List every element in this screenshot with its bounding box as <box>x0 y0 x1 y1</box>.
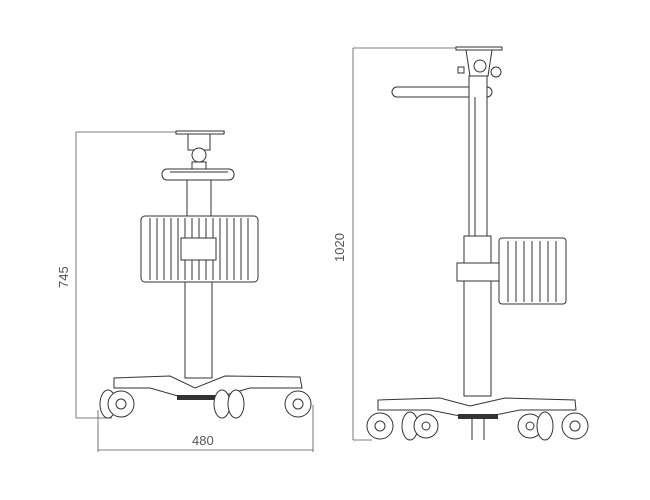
pole-upper <box>468 75 488 237</box>
pole-lower <box>463 235 492 397</box>
base <box>377 397 577 440</box>
basket-clamp <box>456 262 500 282</box>
basket <box>140 215 259 283</box>
basket <box>498 237 567 305</box>
caster-wheels <box>366 411 589 441</box>
pole-lower <box>184 281 213 379</box>
dimension-label-480: 480 <box>192 433 214 448</box>
side-view-cart: 1020 <box>332 46 589 441</box>
handle <box>161 168 235 181</box>
dimension-label-745: 745 <box>56 266 71 288</box>
dimension-line-height-1020 <box>352 47 470 441</box>
front-view-cart: 745 480 <box>56 130 314 452</box>
caster-wheels <box>99 389 312 419</box>
tilt-knob <box>191 147 207 163</box>
dimension-label-1020: 1020 <box>332 233 347 262</box>
dimension-line-width-480 <box>97 405 314 452</box>
tilt-knob <box>490 66 502 78</box>
handle <box>391 86 493 98</box>
base <box>113 375 303 400</box>
pole-upper <box>186 179 212 217</box>
